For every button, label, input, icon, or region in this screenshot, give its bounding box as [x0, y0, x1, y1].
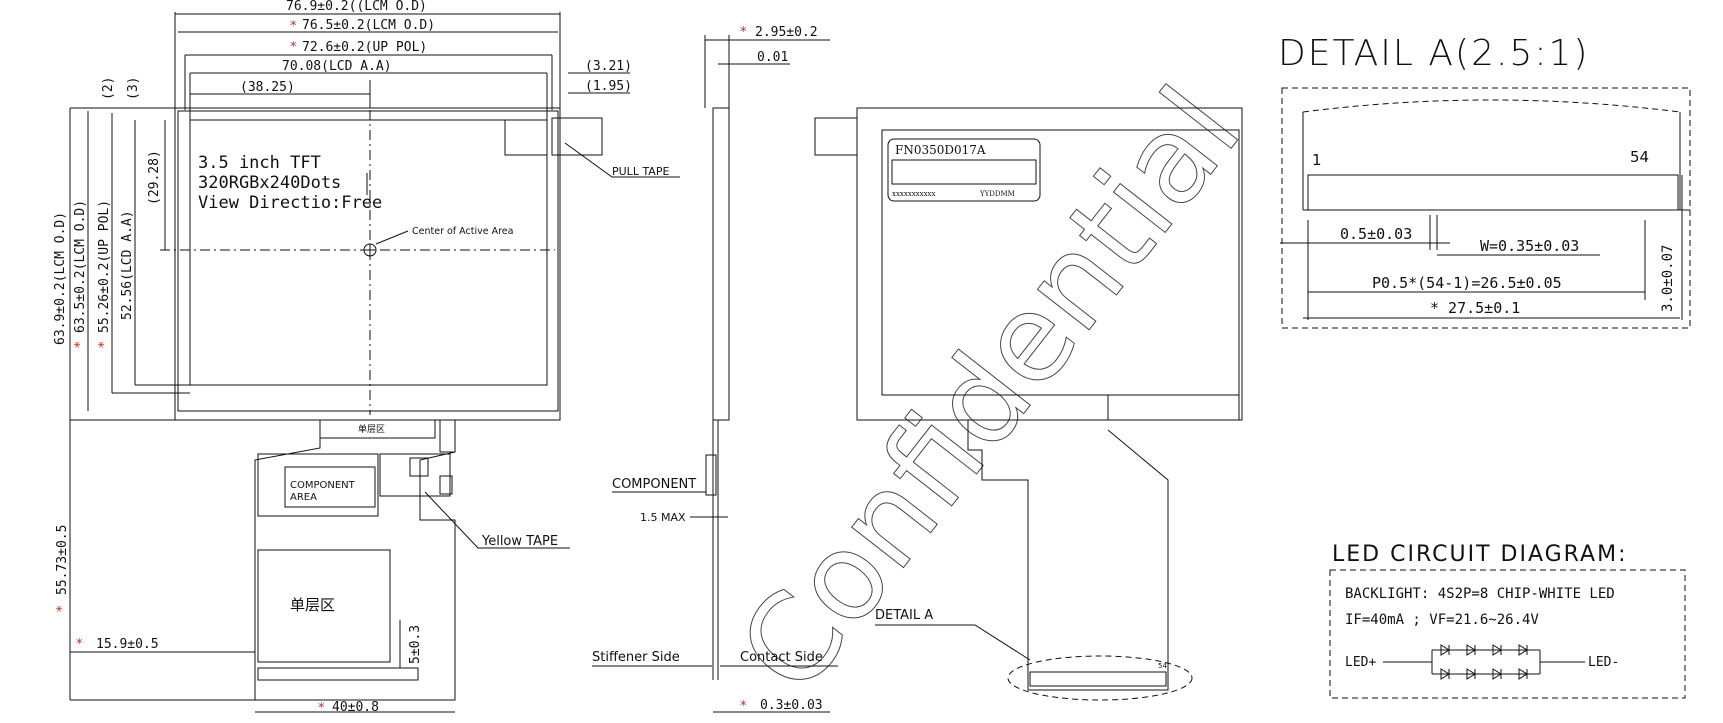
dim-lcm-od-w: 76.9±0.2((LCM O.D)	[286, 0, 427, 14]
back-label-small-right: YYDDMM	[979, 190, 1015, 198]
component-area-label-1: COMPONENT	[290, 480, 356, 491]
detail-pitch: P0.5*(54-1)=26.5±0.05	[1372, 274, 1562, 292]
dim-center-y: (29.28)	[147, 150, 162, 205]
single-layer-label: 单层区	[290, 596, 335, 614]
dim-fpc-width: 40±0.8	[332, 700, 379, 715]
detail-title: DETAIL A(2.5:1)	[1278, 33, 1589, 74]
component-area	[257, 453, 379, 517]
dim-fpc-5: 5±0.3	[408, 625, 423, 664]
lcd-text-line2: 320RGBx240Dots	[198, 173, 341, 193]
svg-text:*: *	[55, 605, 70, 612]
lcd-text-line1: 3.5 inch TFT	[198, 153, 321, 173]
dim-lcd-aa-w: 70.08(LCD A.A)	[282, 59, 392, 74]
dim-lcm-od-h: 63.9±0.2(LCM O.D)	[53, 212, 68, 345]
dim-lcm-od-w2: 76.5±0.2(LCM O.D)	[302, 18, 435, 33]
svg-text:*: *	[97, 341, 112, 348]
back-view: FN0350D017A xxxxxxxxxxx YYDDMM 54 DETAIL…	[814, 107, 1243, 701]
svg-text:*: *	[73, 341, 88, 348]
active-area	[189, 119, 548, 386]
svg-text:*: *	[290, 19, 297, 34]
dim-left-2: (2)	[101, 77, 116, 100]
back-fpc-outline	[967, 420, 1169, 691]
detail-frame	[1281, 87, 1691, 329]
svg-text:*: *	[290, 40, 297, 55]
detail-a-view: DETAIL A(2.5:1) 1 54 0.5±0.03 W=0.35±0.0…	[1278, 33, 1691, 329]
watermark: Confidential	[713, 63, 1268, 719]
led-circuit: LED CIRCUIT DIAGRAM: BACKLIGHT: 4S2P=8 C…	[1329, 542, 1686, 699]
led-row-top	[1432, 644, 1540, 656]
svg-text:*: *	[318, 701, 325, 716]
fpc-outline	[254, 438, 456, 701]
detail-height: 3.0±0.07	[1660, 245, 1676, 312]
stiffener-side-label: Stiffener Side	[592, 650, 680, 665]
back-fpc-contacts	[1029, 671, 1167, 687]
left-dimensions: 63.9±0.2(LCM O.D) * 63.5±0.2(LCM O.D) * …	[53, 77, 455, 716]
svg-text:*: *	[740, 699, 747, 714]
led-if-vf: IF=40mA ; VF=21.6~26.4V	[1345, 612, 1539, 628]
side-offset: 0.01	[757, 50, 788, 65]
dim-right-321: (3.21)	[585, 59, 632, 74]
back-pin54: 54	[1158, 662, 1167, 670]
dim-up-pol-h: 55.26±0.2(UP POL)	[97, 200, 112, 333]
top-dimensions: 76.9±0.2((LCM O.D) * 76.5±0.2(LCM O.D) *…	[174, 0, 632, 120]
led-row-bottom	[1432, 668, 1540, 680]
dim-right-195: (1.95)	[585, 79, 632, 94]
side-component-label: COMPONENT	[612, 477, 696, 492]
fpc-contacts	[257, 667, 419, 681]
side-thickness: 2.95±0.2	[755, 25, 818, 40]
svg-text:*: *	[76, 637, 83, 652]
back-frame	[856, 107, 1243, 421]
dim-left-3: (3)	[126, 77, 141, 100]
dim-lcd-aa-h: 52.56(LCD A.A)	[120, 210, 135, 320]
side-body	[712, 107, 730, 421]
back-pull-tape	[814, 117, 858, 156]
center-active-label: Center of Active Area	[412, 226, 513, 237]
side-max-label: 1.5 MAX	[640, 511, 686, 524]
side-fpc-thick: 0.3±0.03	[760, 698, 823, 713]
dim-lcm-od-h2: 63.5±0.2(LCM O.D)	[73, 200, 88, 333]
watermark-text: Confidential	[713, 63, 1267, 718]
detail-pins	[1307, 174, 1679, 211]
dim-fpc-len: 55.73±0.5	[55, 525, 70, 595]
dim-up-pol-w: 72.6±0.2(UP POL)	[302, 40, 427, 55]
pull-tape-label: PULL TAPE	[612, 165, 669, 178]
pull-tape	[551, 117, 603, 156]
detail-total: * 27.5±0.1	[1430, 299, 1520, 317]
led-minus: LED-	[1588, 655, 1619, 670]
detail-width: W=0.35±0.03	[1480, 237, 1579, 255]
svg-text:*: *	[740, 25, 747, 40]
single-layer-top: 单层区	[358, 423, 385, 435]
led-backlight: BACKLIGHT: 4S2P=8 CHIP-WHITE LED	[1345, 586, 1615, 602]
detail-a-label: DETAIL A	[875, 608, 933, 623]
back-label-code: FN0350D017A	[895, 143, 986, 157]
back-label-small-left: xxxxxxxxxxx	[892, 190, 935, 198]
led-title: LED CIRCUIT DIAGRAM:	[1332, 542, 1628, 567]
side-view: * 2.95±0.2 0.01 COMPONENT 1.5 MAX Stiffe…	[592, 25, 838, 714]
contact-side-label: Contact Side	[740, 650, 823, 665]
component-area-label-2: AREA	[290, 492, 317, 503]
detail-pin-first: 1	[1312, 151, 1322, 169]
led-frame	[1329, 569, 1686, 699]
dim-center-x: (38.25)	[240, 80, 295, 95]
lcd-text-line3: View Directio:Free	[198, 193, 382, 213]
led-plus: LED+	[1345, 655, 1376, 670]
yellow-tape-label: Yellow TAPE	[481, 534, 558, 549]
back-label	[887, 138, 1041, 202]
detail-offset: 0.5±0.03	[1340, 225, 1412, 243]
center-mark	[363, 243, 377, 257]
front-view: 3.5 inch TFT 320RGBx240Dots View Directi…	[160, 107, 680, 701]
detail-pin-last: 54	[1630, 148, 1649, 166]
detail-a-marker	[1007, 655, 1193, 701]
dim-fpc-offset: 15.9±0.5	[96, 637, 159, 652]
single-layer-area	[257, 549, 391, 663]
